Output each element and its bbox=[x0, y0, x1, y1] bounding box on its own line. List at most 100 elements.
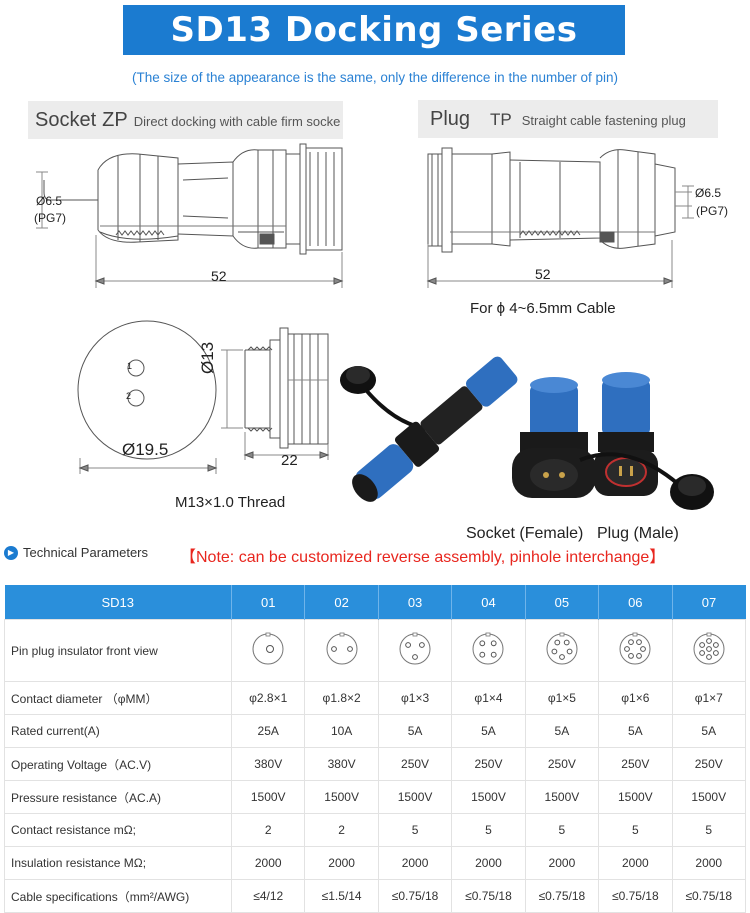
pin-hole bbox=[698, 650, 705, 656]
pin-hole bbox=[712, 642, 719, 648]
thread-note: M13×1.0 Thread bbox=[175, 494, 286, 511]
table-cell: ≤0.75/18 bbox=[524, 879, 600, 913]
column-header: 02 bbox=[304, 585, 379, 620]
table-cell: 2000 bbox=[451, 846, 526, 880]
pin-face-icon bbox=[252, 632, 284, 665]
pin-face-icon bbox=[399, 632, 431, 665]
pin-face-cell bbox=[524, 619, 600, 682]
plug-code: TP bbox=[490, 110, 512, 129]
column-header: 06 bbox=[598, 585, 673, 620]
table-cell: 1500V bbox=[304, 780, 379, 814]
pin-face-icon bbox=[619, 632, 651, 665]
pin-hole bbox=[698, 642, 705, 648]
pin-hole bbox=[566, 648, 573, 655]
model-header: SD13 bbox=[4, 585, 232, 620]
table-cell: ≤0.75/18 bbox=[451, 879, 526, 913]
table-cell: 25A bbox=[230, 714, 306, 748]
pin-hole bbox=[705, 654, 712, 660]
thread-side-drawing bbox=[221, 327, 330, 460]
pin-hole bbox=[412, 654, 418, 660]
pin-hole bbox=[628, 653, 635, 659]
pin-face-icon bbox=[472, 632, 504, 665]
table-cell: 5 bbox=[524, 813, 600, 847]
table-header-row: SD13 01 02 03 04 05 06 07 bbox=[4, 585, 746, 620]
socket-length-label: 52 bbox=[211, 268, 227, 284]
pin-hole bbox=[551, 648, 558, 655]
cable-note: For ϕ 4~6.5mm Cable bbox=[470, 300, 616, 317]
pin-face-cell bbox=[304, 619, 379, 682]
pin-2-label: 2 bbox=[126, 391, 132, 401]
dust-cap-icon bbox=[340, 366, 376, 394]
socket-female-label: Socket (Female) bbox=[466, 525, 584, 542]
table-cell: φ1×3 bbox=[377, 681, 453, 715]
table-cell: 5 bbox=[377, 813, 453, 847]
table-cell: 250V bbox=[598, 747, 673, 781]
row-label: Pressure resistance（AC.A) bbox=[4, 780, 232, 814]
front-view-drawing bbox=[77, 320, 218, 474]
column-header: 04 bbox=[451, 585, 526, 620]
pin-hole bbox=[479, 640, 486, 647]
play-icon: ▶ bbox=[4, 545, 18, 560]
table-cell: 1500V bbox=[230, 780, 306, 814]
table-cell: φ1×4 bbox=[451, 681, 526, 715]
plug-length-label: 52 bbox=[535, 266, 551, 282]
socket-name: Socket bbox=[35, 109, 97, 131]
table-cell: φ1.8×2 bbox=[304, 681, 379, 715]
table-cell: 380V bbox=[304, 747, 379, 781]
table-cell: 2000 bbox=[230, 846, 306, 880]
row-label: Cable specifications（mm²/AWG) bbox=[4, 879, 232, 913]
table-cell: 5A bbox=[671, 714, 747, 748]
table-cell: ≤0.75/18 bbox=[671, 879, 747, 913]
table-cell: ≤4/12 bbox=[230, 879, 306, 913]
table-cell: φ1×6 bbox=[598, 681, 673, 715]
pin-face-icon bbox=[326, 632, 358, 665]
pin-hole bbox=[640, 646, 647, 652]
table-cell: φ1×5 bbox=[524, 681, 600, 715]
depth-label: 22 bbox=[281, 452, 298, 469]
table-cell: 1500V bbox=[524, 780, 600, 814]
pin-hole bbox=[705, 646, 712, 652]
subtitle: (The size of the appearance is the same,… bbox=[131, 70, 619, 85]
pin-hole bbox=[705, 638, 712, 644]
row-label: Pin plug insulator front view bbox=[4, 619, 232, 682]
pin-face-cell bbox=[598, 619, 673, 682]
table-cell: 5 bbox=[671, 813, 747, 847]
table-cell: 250V bbox=[671, 747, 747, 781]
page-title: SD13 Docking Series bbox=[123, 5, 625, 55]
pin-hole bbox=[346, 646, 353, 652]
table-cell: 2000 bbox=[671, 846, 747, 880]
pin-1-label: 1 bbox=[127, 361, 133, 371]
pin-face-icon bbox=[693, 632, 725, 665]
pin-hole bbox=[563, 639, 570, 646]
pin-face-cell bbox=[671, 619, 747, 682]
plug-diameter-label: Ø6.5 bbox=[695, 186, 722, 200]
table-cell: 5A bbox=[451, 714, 526, 748]
table-cell: 2 bbox=[230, 813, 306, 847]
pin-hole bbox=[330, 646, 337, 652]
socket-description: Direct docking with cable firm socke bbox=[133, 114, 341, 129]
table-cell: ≤0.75/18 bbox=[598, 879, 673, 913]
connector-product-photo bbox=[340, 356, 714, 510]
table-cell: 2000 bbox=[377, 846, 453, 880]
spec-table: SD13 01 02 03 04 05 06 07 Pin plug insul… bbox=[4, 585, 747, 913]
plug-male-label: Plug (Male) bbox=[597, 525, 679, 542]
pin-hole bbox=[266, 645, 275, 653]
table-cell: 10A bbox=[304, 714, 379, 748]
column-header: 03 bbox=[378, 585, 453, 620]
table-cell: 1500V bbox=[451, 780, 526, 814]
table-cell: 2000 bbox=[598, 846, 673, 880]
socket-pg-label: (PG7) bbox=[34, 211, 67, 225]
socket-diameter-label: Ø6.5 bbox=[36, 194, 63, 208]
pin-hole bbox=[405, 642, 412, 648]
pin-face-cell bbox=[377, 619, 453, 682]
column-header: 05 bbox=[525, 585, 600, 620]
table-cell: 2000 bbox=[304, 846, 379, 880]
pin-face-icon bbox=[546, 632, 578, 665]
